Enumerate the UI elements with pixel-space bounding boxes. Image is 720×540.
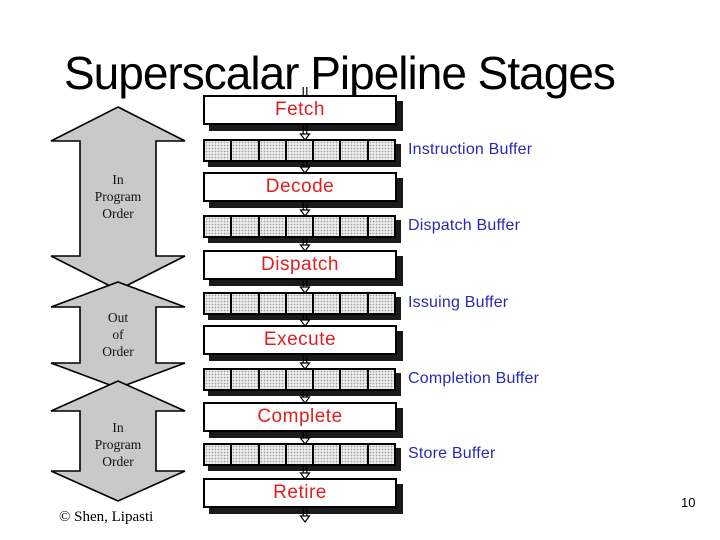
buffer-cell <box>286 370 315 389</box>
buffer-box-instruction <box>203 139 396 162</box>
buffer-cell <box>368 217 394 236</box>
flow-down-arrow <box>299 237 311 252</box>
buffer-cell <box>286 445 315 464</box>
flow-down-arrow <box>299 124 311 141</box>
order-label-out-of-order: Out of Order <box>102 310 134 359</box>
buffer-cell <box>368 445 394 464</box>
flow-down-arrow <box>302 87 308 96</box>
buffer-cell <box>232 370 260 389</box>
buffer-cell <box>232 445 260 464</box>
buffer-cell <box>232 141 260 160</box>
in-program-order-arrow-bottom <box>50 380 186 502</box>
page-number: 10 <box>681 495 696 510</box>
flow-down-arrow <box>299 161 311 174</box>
buffer-cell <box>286 217 315 236</box>
buffer-label-dispatch: Dispatch Buffer <box>408 217 521 234</box>
buffer-label-instruction: Instruction Buffer <box>408 141 533 158</box>
buffer-cell <box>341 370 369 389</box>
copyright-text: © Shen, Lipasti <box>59 509 154 525</box>
buffer-cell <box>314 370 342 389</box>
buffer-cell <box>259 294 287 313</box>
flow-down-arrow <box>299 201 311 217</box>
stage-box-complete: Complete <box>203 402 397 432</box>
buffer-cell <box>259 141 287 160</box>
buffer-cell <box>286 141 315 160</box>
buffer-cell <box>232 217 260 236</box>
stage-box-decode: Decode <box>203 172 397 202</box>
buffer-box-dispatch <box>203 215 396 238</box>
order-label-in-program-order-1: In Program Order <box>94 172 142 221</box>
buffer-box-store <box>203 443 396 466</box>
buffer-label-store: Store Buffer <box>408 445 496 462</box>
buffer-cell <box>259 370 287 389</box>
stage-box-dispatch: Dispatch <box>203 250 397 280</box>
buffer-cell <box>205 370 233 389</box>
flow-down-arrow <box>299 354 311 370</box>
buffer-cell <box>205 294 233 313</box>
buffer-box-completion <box>203 368 396 391</box>
buffer-label-issuing: Issuing Buffer <box>408 294 509 311</box>
buffer-cell <box>341 217 369 236</box>
flow-down-arrow <box>299 390 311 404</box>
buffer-cell <box>205 141 233 160</box>
flow-down-arrow <box>299 465 311 480</box>
buffer-cell <box>341 445 369 464</box>
page-title: Superscalar Pipeline Stages <box>64 47 616 99</box>
buffer-cell <box>368 294 394 313</box>
buffer-cell <box>286 294 315 313</box>
buffer-cell <box>314 294 342 313</box>
flow-down-arrow <box>299 314 311 327</box>
buffer-cell <box>314 141 342 160</box>
buffer-label-completion: Completion Buffer <box>408 370 540 387</box>
stage-box-retire: Retire <box>203 478 397 508</box>
buffer-cell <box>341 294 369 313</box>
buffer-cell <box>259 217 287 236</box>
buffer-cell <box>368 141 394 160</box>
buffer-box-issuing <box>203 292 396 315</box>
buffer-cell <box>368 370 394 389</box>
flow-down-arrow <box>299 507 311 523</box>
buffer-cell <box>259 445 287 464</box>
flow-down-arrow <box>299 431 311 445</box>
buffer-cell <box>314 445 342 464</box>
buffer-cell <box>314 217 342 236</box>
buffer-cell <box>341 141 369 160</box>
order-arrows-graphic <box>50 106 186 502</box>
buffer-cell <box>205 445 233 464</box>
stage-box-fetch: Fetch <box>203 95 397 125</box>
buffer-cell <box>205 217 233 236</box>
buffer-cell <box>232 294 260 313</box>
flow-down-arrow <box>299 279 311 294</box>
order-label-in-program-order-2: In Program Order <box>94 420 142 469</box>
stage-box-execute: Execute <box>203 325 397 355</box>
